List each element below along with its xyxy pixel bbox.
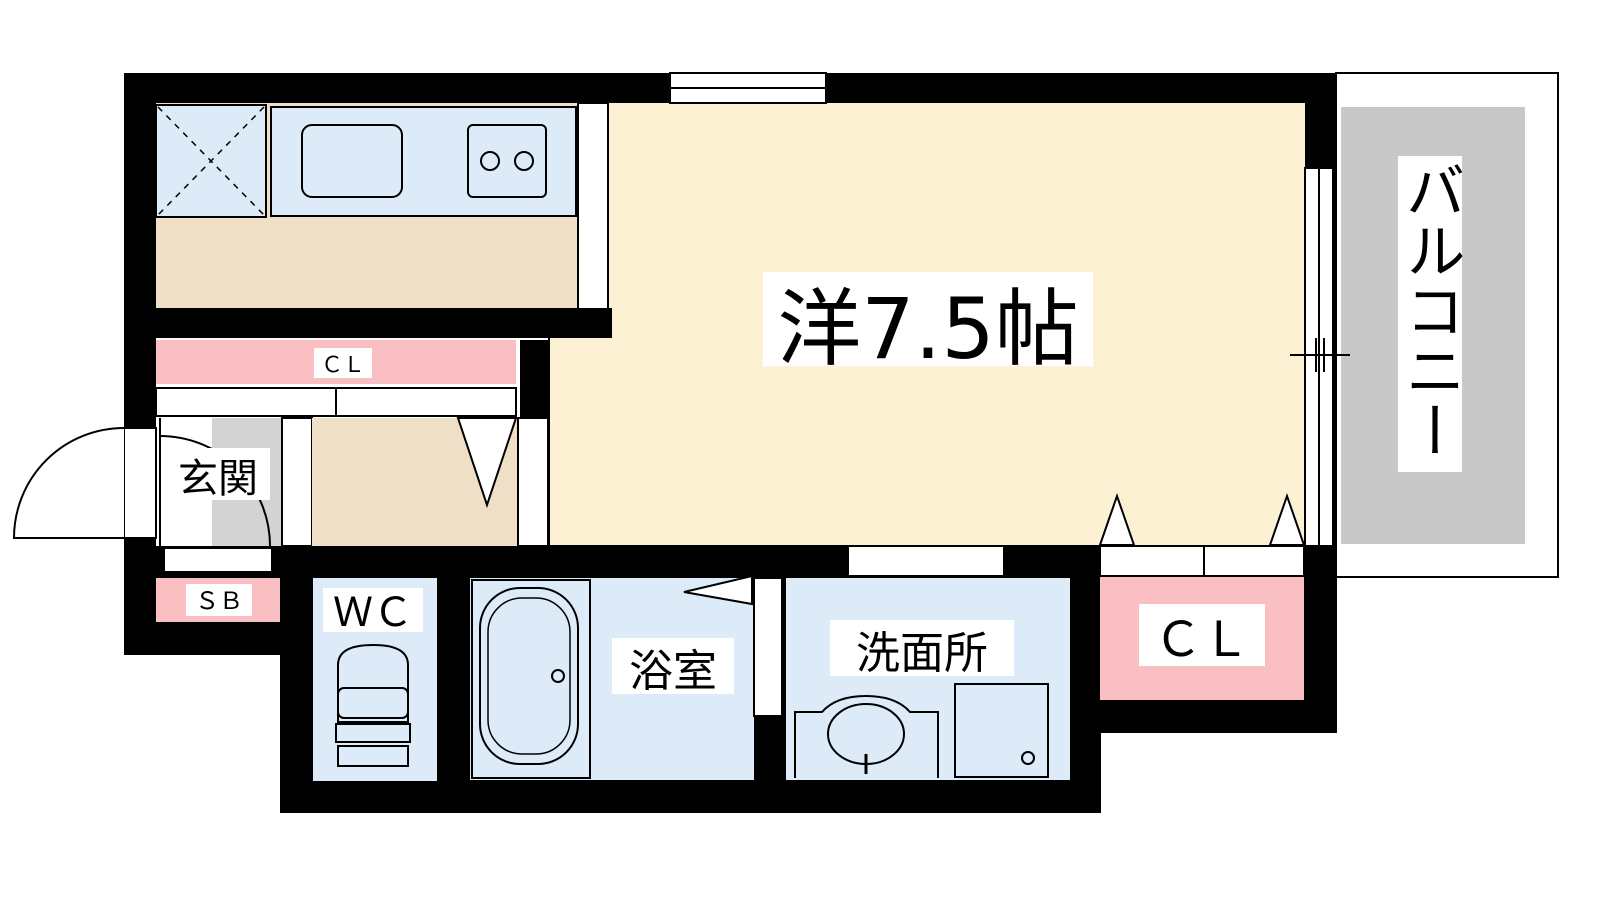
main-room-label: 洋7.5帖 (777, 280, 1079, 378)
windows (669, 72, 1350, 547)
washbasin-icon (794, 694, 939, 778)
sink-icon (301, 124, 403, 198)
closet-large: ＣＬ (1098, 492, 1306, 700)
bathtub-icon (479, 587, 579, 765)
kitchen (150, 102, 612, 338)
closet-large-label: ＣＬ (1154, 612, 1250, 668)
washroom-label: 洗面所 (856, 628, 988, 679)
room-floor-extension (610, 103, 615, 333)
toilet-room: ＷＣ (313, 578, 437, 781)
entrance: 玄関 (12, 417, 549, 573)
bathroom: 浴室 (470, 574, 783, 780)
stove-icon (467, 124, 547, 198)
shoe-box-label: ＳＢ (195, 587, 243, 615)
closet-strip: ＣＬ (155, 338, 548, 418)
bathroom-label: 浴室 (629, 646, 717, 697)
toilet-label: ＷＣ (333, 590, 413, 636)
shoe-box: ＳＢ (156, 578, 280, 622)
washing-machine-icon (954, 683, 1049, 778)
balcony-label: バルコニー (1395, 160, 1465, 460)
entrance-label: 玄関 (178, 456, 258, 502)
closet-strip-label: ＣＬ (321, 353, 365, 378)
washroom: 洗面所 (786, 545, 1070, 780)
toilet-icon (337, 643, 409, 723)
kitchen-counter (270, 106, 577, 217)
